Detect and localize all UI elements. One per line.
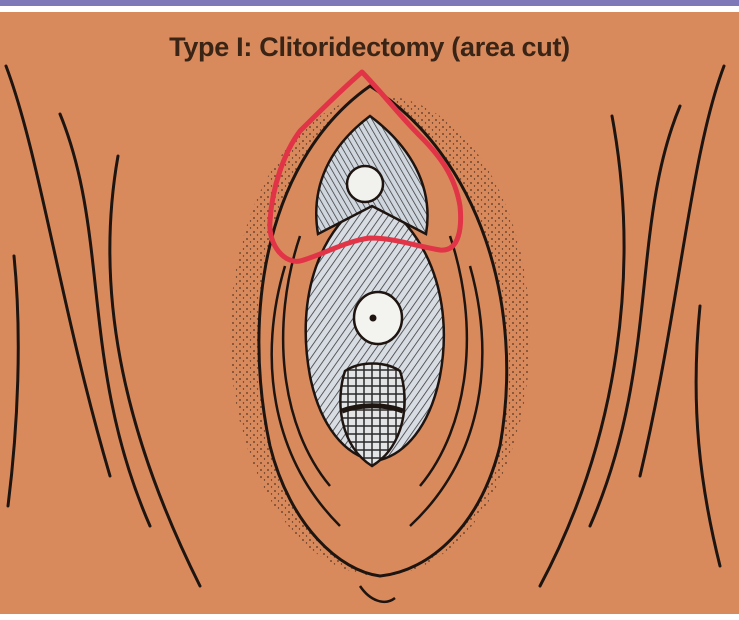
diagram-title: Type I: Clitoridectomy (area cut)	[0, 32, 739, 63]
clitoris	[347, 166, 383, 202]
diagram-illustration	[0, 6, 739, 620]
urethral-opening	[354, 292, 402, 344]
